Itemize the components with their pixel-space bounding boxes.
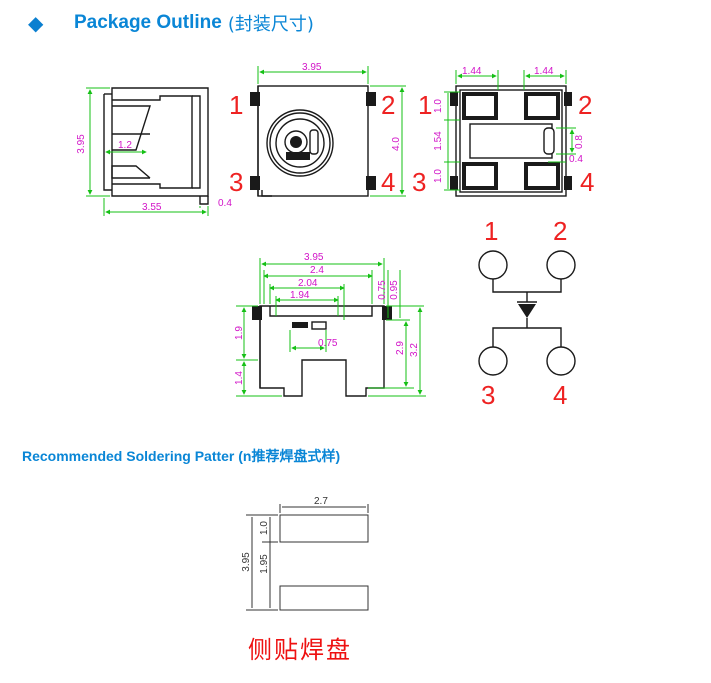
package-outline-title: Package Outline [74, 12, 222, 33]
bottom-padh-bottom-dim: 1.0 [433, 169, 444, 183]
pin-pad-1 [478, 250, 508, 280]
top-height-dim: 4.0 [391, 137, 402, 151]
diode-icon [518, 304, 536, 318]
bottom-padw-right-dim: 1.44 [534, 66, 554, 77]
solder-total-dim: 3.95 [241, 552, 252, 572]
schem-pin-4: 4 [553, 380, 567, 410]
front-upper-h-dim: 1.9 [234, 326, 245, 340]
bottom-padw-left-dim: 1.44 [462, 66, 482, 77]
side-view: 3.95 1.2 3.55 0.4 [76, 87, 232, 216]
front-width-dim: 3.95 [304, 252, 324, 263]
diamond-icon: ◆ [28, 11, 44, 35]
side-pad-caption: 侧贴焊盘 [248, 636, 352, 664]
front-chip-dim: 0.75 [318, 338, 338, 349]
front-view: 3.95 2.4 2.04 1.94 0.75 0.75 0.95 1.9 1.… [234, 252, 426, 397]
bottom-pad-gap-dim: 1.54 [433, 131, 444, 151]
package-outline-header: ◆ Package Outline (封装尺寸) [28, 8, 314, 38]
front-inner-dim: 2.4 [310, 265, 324, 276]
package-outline-title-cn: (封装尺寸) [227, 14, 314, 35]
front-top-b-dim: 0.95 [389, 280, 400, 300]
front-lower-h-dim: 1.4 [234, 371, 245, 385]
soldering-pattern: 2.7 1.0 1.95 3.95 [241, 496, 369, 611]
pin-schematic: 1 2 3 4 [478, 216, 576, 410]
front-window-dim: 1.94 [290, 290, 310, 301]
front-total-h-dim: 3.2 [409, 343, 420, 357]
side-view-inner [112, 95, 193, 189]
top-pin-4: 4 [381, 167, 395, 197]
top-view-outline [257, 85, 369, 197]
top-width-dim: 3.95 [302, 62, 322, 73]
pin-pad-3 [478, 346, 508, 376]
side-height-dim: 3.95 [76, 134, 87, 154]
bottom-view-outline [455, 85, 567, 197]
schem-pin-2: 2 [553, 216, 567, 246]
pin-pad-4 [546, 346, 576, 376]
bottom-pin-4: 4 [580, 167, 594, 197]
soldering-title: Recommended Soldering Patter (n推荐焊盘式样) [22, 448, 341, 464]
pin-pad-2 [546, 250, 576, 280]
bottom-slot-off-dim: 0.4 [569, 154, 583, 165]
top-pin-2: 2 [381, 90, 395, 120]
solder-padh-dim: 1.0 [259, 521, 270, 535]
bottom-slot-w-dim: 0.8 [574, 135, 585, 149]
solder-width-dim: 2.7 [314, 496, 328, 507]
schem-pin-1: 1 [484, 216, 498, 246]
bottom-pin-1: 1 [418, 90, 432, 120]
bottom-pin-2: 2 [578, 90, 592, 120]
solder-pad-top [279, 514, 369, 543]
polarity-slot [543, 127, 555, 155]
top-pin-1: 1 [229, 90, 243, 120]
top-pin-3: 3 [229, 167, 243, 197]
front-body-h-dim: 2.9 [395, 341, 406, 355]
schem-pin-3: 3 [481, 380, 495, 410]
bottom-pin-3: 3 [412, 167, 426, 197]
solder-pad-bottom [279, 585, 369, 611]
bottom-padh-top-dim: 1.0 [433, 99, 444, 113]
side-lip-dim: 0.4 [218, 198, 232, 209]
solder-gap-dim: 1.95 [259, 554, 270, 574]
side-notch-dim: 1.2 [118, 140, 132, 151]
lens-outer [266, 109, 334, 177]
side-base-dim: 3.55 [142, 202, 162, 213]
front-lens-dim: 2.04 [298, 278, 318, 289]
front-view-outline [259, 305, 385, 397]
bottom-view: 1.44 1.44 1.0 1.54 1.0 0.8 0.4 1 2 3 4 [412, 66, 594, 197]
front-top-a-dim: 0.75 [377, 280, 388, 300]
top-view: 3.95 4.0 1 2 3 4 [229, 62, 406, 197]
